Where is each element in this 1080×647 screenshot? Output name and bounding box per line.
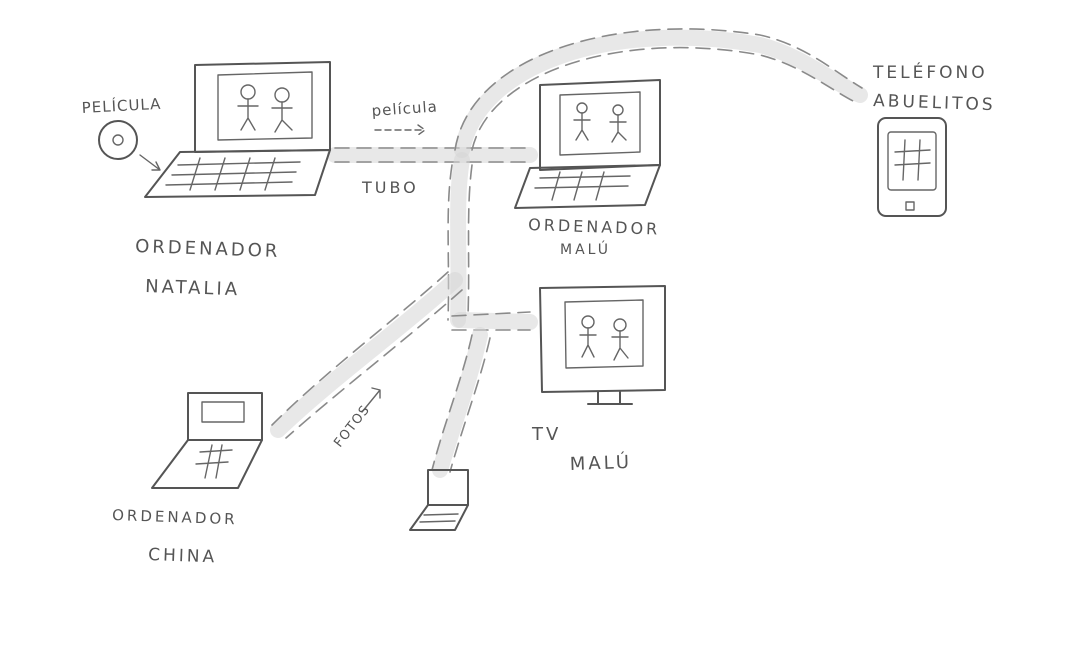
label-china: CHINA [148,545,218,567]
label-pelicula-arrow: película [371,97,438,120]
label-abuelitos: ABUELITOS [873,91,996,115]
pelicula-arrow-icon [375,125,425,135]
label-tubo: TUBO [361,178,419,197]
label-tv-malu: MALÚ [569,451,632,475]
dvd-disc-icon [99,121,160,170]
label-fotos: FOTOS [331,403,373,451]
tv-malu [540,286,665,404]
label-malu: MALÚ [560,240,611,258]
label-ordenador-natalia: ORDENADOR [135,236,281,262]
label-pelicula-disc: PELÍCULA [81,94,162,117]
label-telefono: TELÉFONO [872,61,988,83]
phone-grandparents [878,118,946,216]
label-tv: TV [531,424,561,445]
label-ordenador-china: ORDENADOR [112,506,238,528]
label-ordenador-malu: ORDENADOR [528,215,661,239]
label-natalia: NATALIA [145,276,241,300]
laptop-china [152,393,262,488]
laptop-natalia [145,62,330,197]
small-laptop [410,470,468,530]
laptop-malu [515,80,660,208]
